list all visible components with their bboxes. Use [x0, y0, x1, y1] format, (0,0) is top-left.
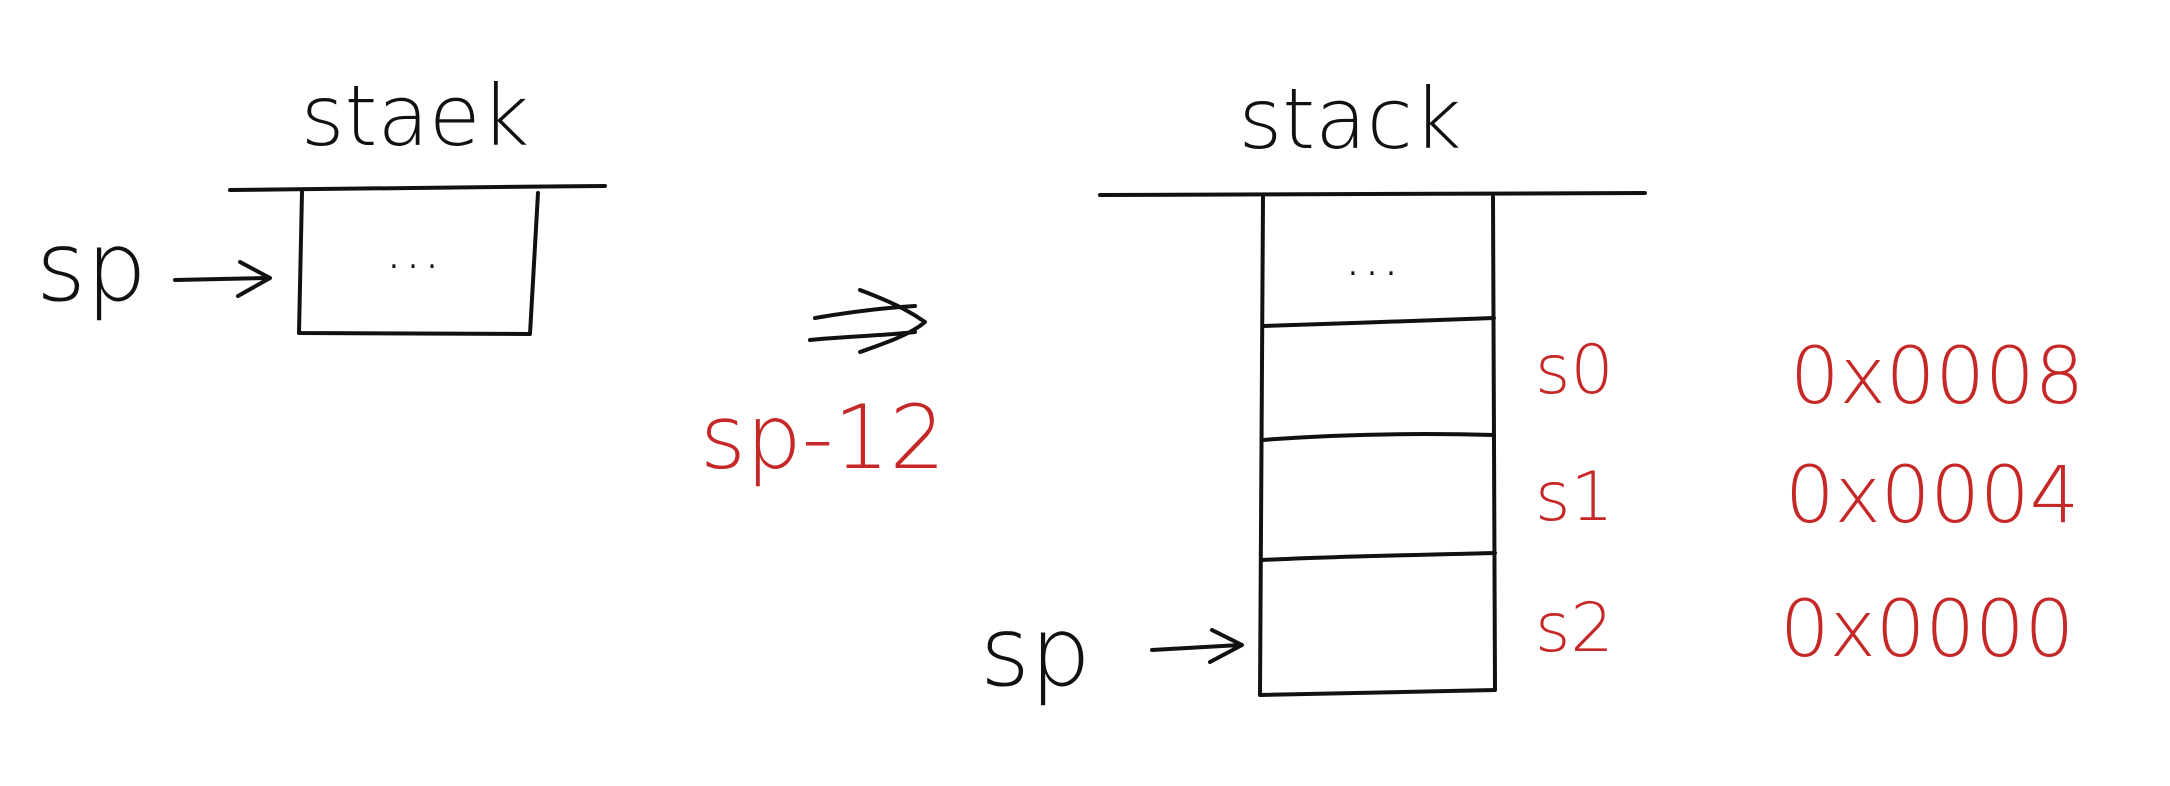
stack-after-divider-2	[1260, 551, 1497, 562]
slot-register: s1	[1535, 458, 1614, 537]
slot-register: s2	[1535, 589, 1614, 668]
stack-before-sp-arrow	[173, 260, 272, 298]
stack-before-title: staek	[301, 67, 530, 165]
stack-after-top-line	[1098, 190, 1647, 197]
stack-before-cell	[297, 190, 540, 336]
slot-address: 0x0000	[1780, 585, 2074, 675]
stack-after-title: stack	[1238, 70, 1461, 168]
stack-after-sp-label: sp	[980, 596, 1091, 708]
slot-row: s0 0x0008	[1535, 331, 2084, 422]
transition-operation: sp-12	[700, 386, 945, 489]
stack-after-divider-1	[1260, 432, 1496, 442]
slot-annotations: s0 0x0008 s1 0x0004 s2 0x0000	[1535, 331, 2084, 675]
transition-arrow-icon	[808, 288, 927, 354]
stack-after: stack ... sp	[980, 70, 1647, 708]
stack-after-sp-arrow	[1150, 628, 1244, 664]
stack-before: staek ... sp	[36, 67, 607, 336]
transition: sp-12	[700, 288, 945, 489]
slot-row: s1 0x0004	[1535, 451, 2079, 541]
stack-after-column	[1258, 195, 1497, 697]
slot-address: 0x0008	[1790, 332, 2084, 422]
stack-after-divider-0	[1262, 316, 1496, 328]
slot-row: s2 0x0000	[1535, 585, 2074, 675]
slot-address: 0x0004	[1785, 451, 2079, 541]
slot-register: s0	[1535, 331, 1614, 410]
stack-before-sp-label: sp	[36, 211, 147, 323]
stack-after-top-cell-content: ...	[1343, 220, 1400, 290]
stack-before-cell-content: ...	[384, 213, 441, 283]
stack-before-top-line	[228, 184, 607, 192]
